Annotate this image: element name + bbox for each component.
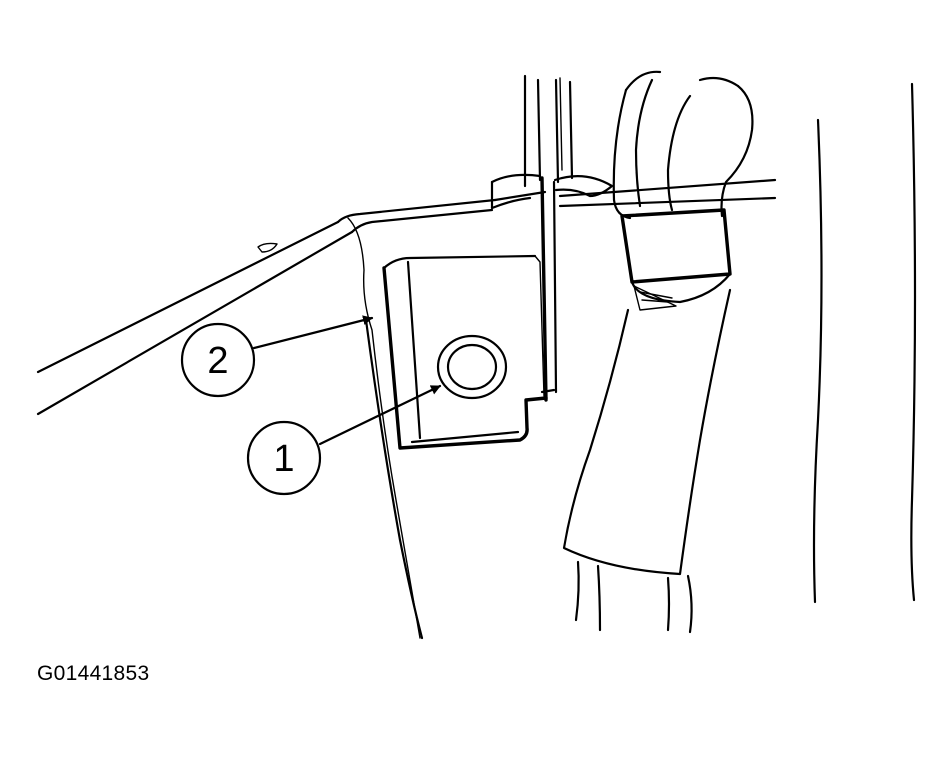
callout-2: 2: [180, 315, 374, 398]
callout-1-circle: [246, 420, 322, 496]
figure-id: G01441853: [37, 662, 150, 685]
callout-1: 1: [246, 384, 442, 496]
belt-sleeve-lower: [562, 288, 732, 634]
b-pillar: [523, 74, 917, 604]
belt-strap-vertical: [540, 176, 558, 402]
retractor-edge-line: [347, 217, 424, 640]
slot-clip: [490, 173, 614, 210]
callout-1-label: 1: [273, 438, 294, 480]
belt-strap-upper-loop: [612, 70, 754, 220]
callout-2-circle: [180, 322, 256, 398]
retaining-bolt: [436, 334, 508, 400]
callout-2-label: 2: [207, 340, 228, 382]
belt-guide-block: [620, 208, 732, 311]
mounting-bracket: [382, 254, 548, 450]
